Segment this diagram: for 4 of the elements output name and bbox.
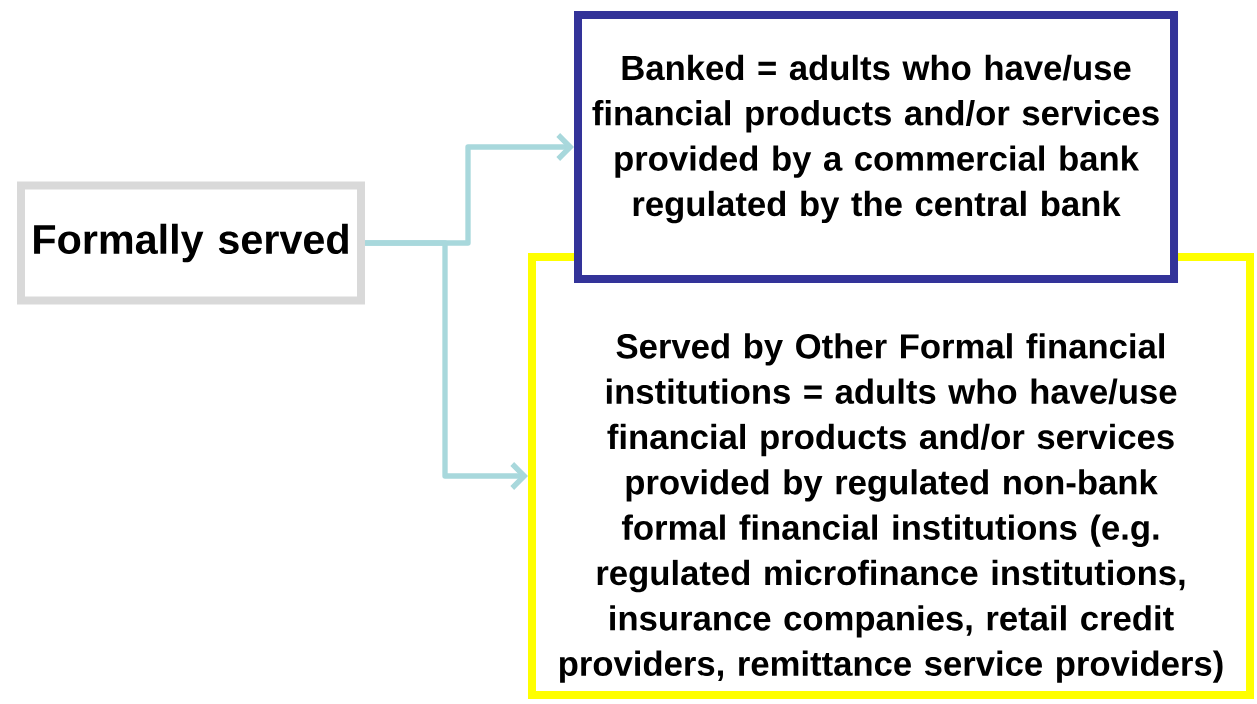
text-box: Served by Other Formal financial institutions = adults who have/use financial products and/or services provided by regulated non-bank formal financial institutions (e.g. regulated microfinance institutions, insurance companies, retail credit providers, remittance service providers) <box>528 253 1254 699</box>
text-box: Banked = adults who have/use financial products and/or services provided by a commercial bank regulated by the central bank <box>574 11 1178 283</box>
text-box: Formally served <box>17 181 365 305</box>
arrow <box>365 240 528 490</box>
